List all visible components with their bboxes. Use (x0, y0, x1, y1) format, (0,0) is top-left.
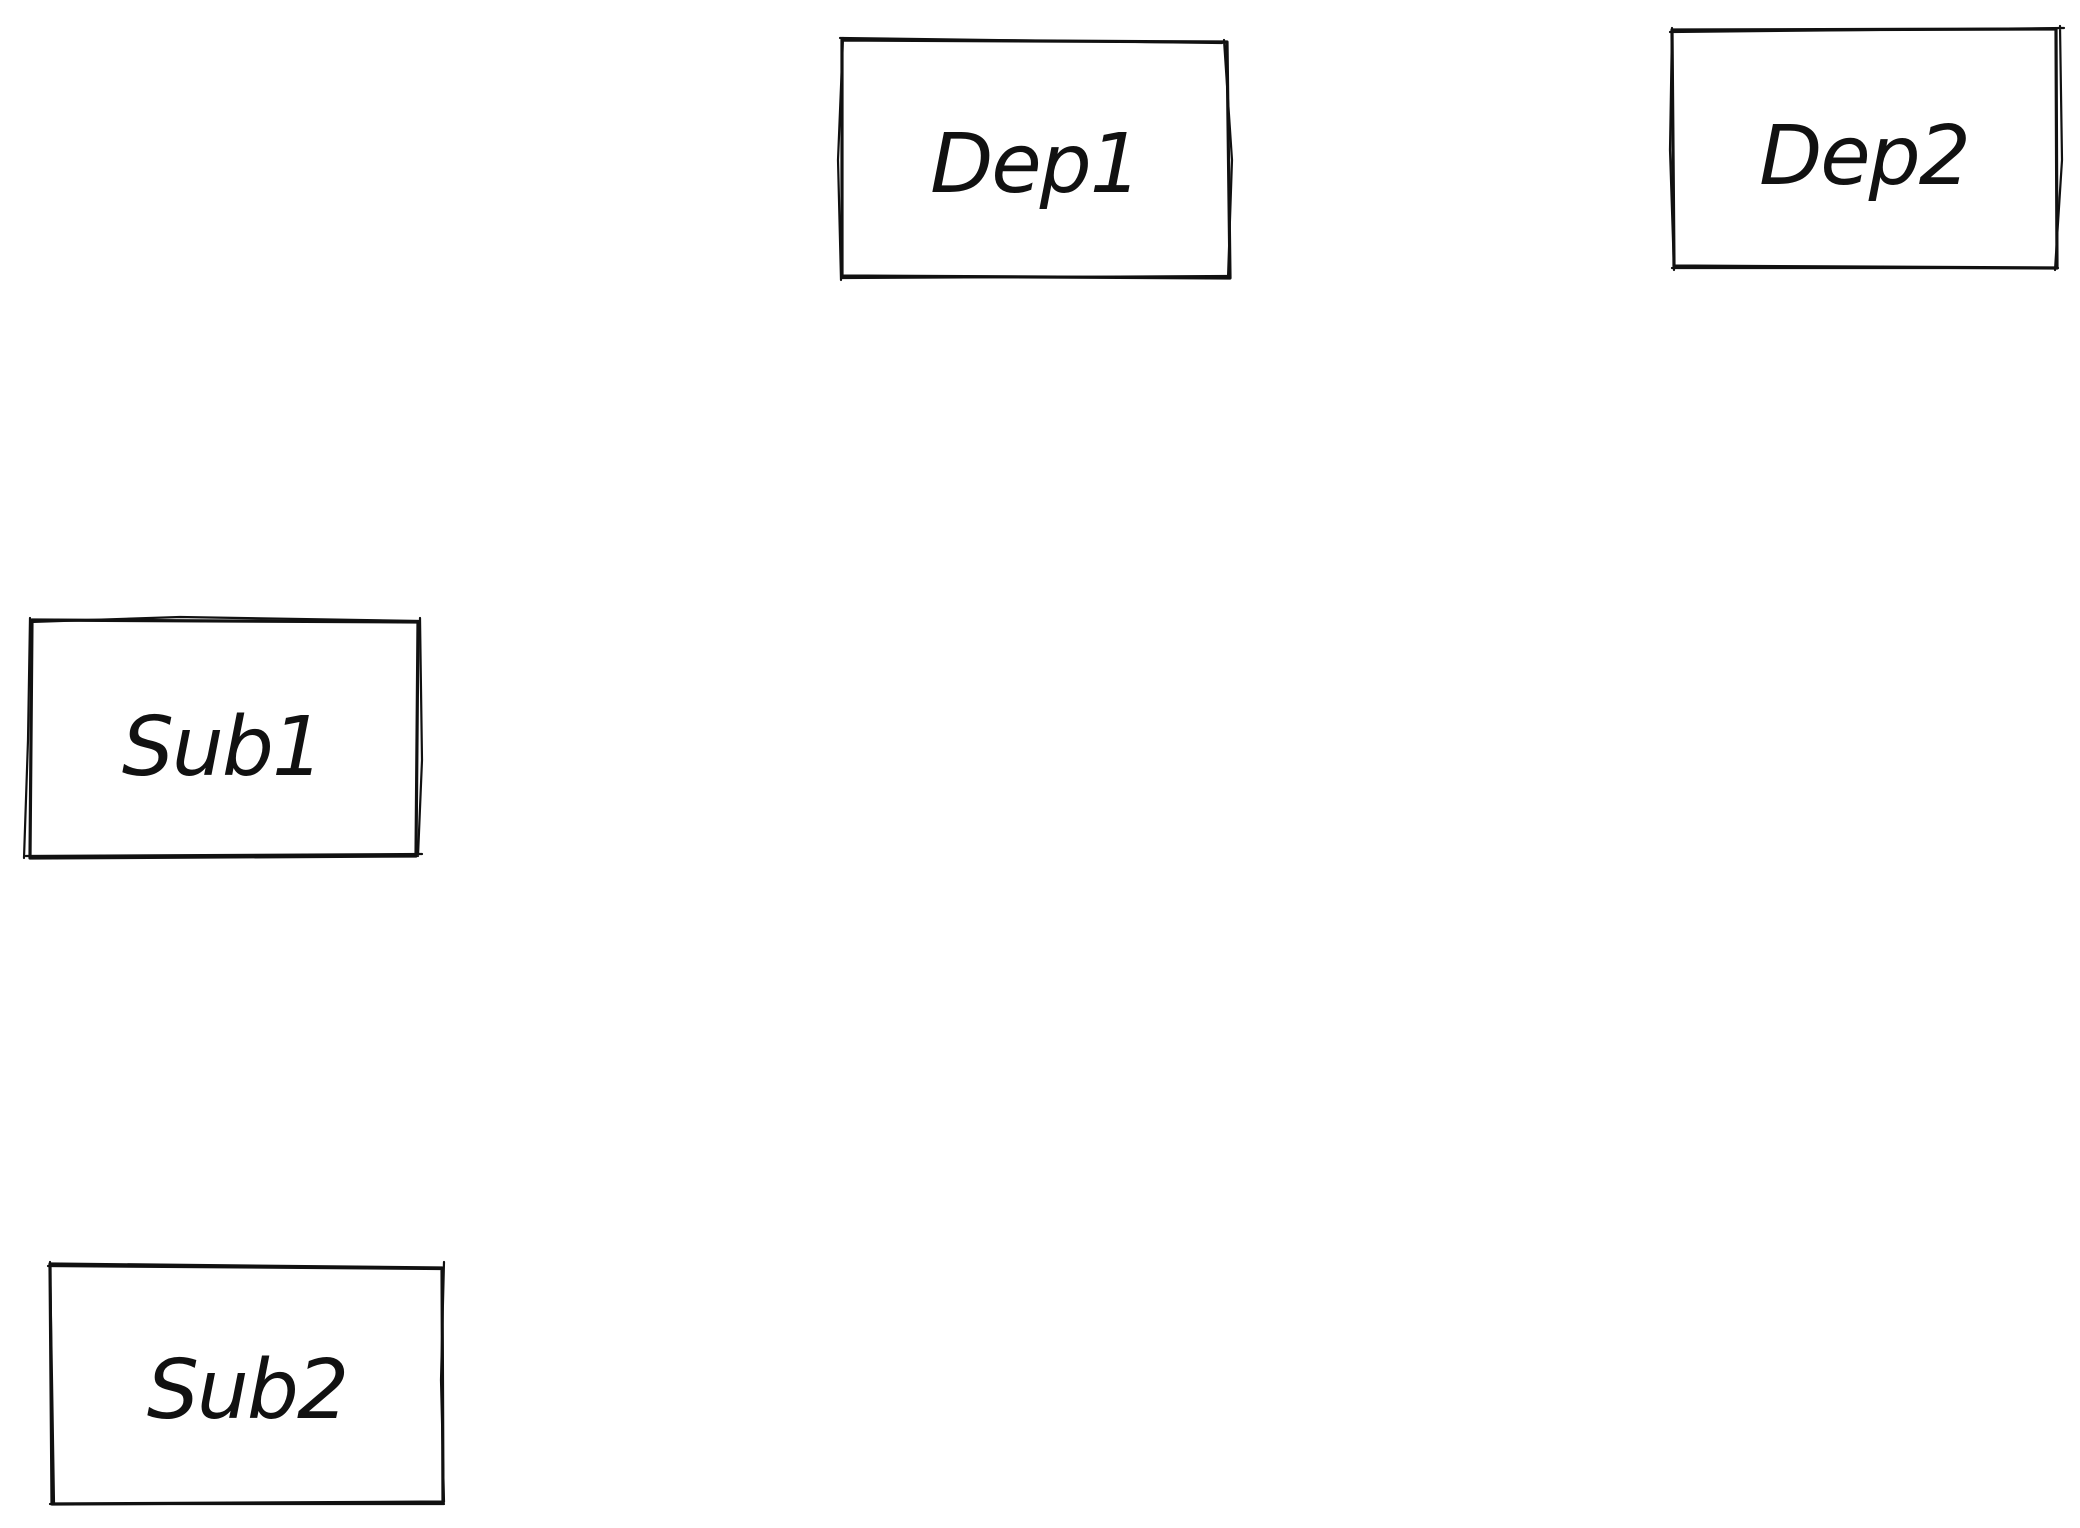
node-sub1-label: Sub1 (122, 700, 322, 795)
node-sub2[interactable]: Sub2 (46, 1260, 446, 1506)
node-dep2-label: Dep2 (1759, 109, 1969, 204)
node-sub2-label: Sub2 (147, 1343, 347, 1438)
node-dep1[interactable]: Dep1 (836, 36, 1234, 282)
node-dep1-label: Dep1 (930, 117, 1140, 212)
node-sub1[interactable]: Sub1 (22, 615, 424, 860)
node-sub2-border-sketch (46, 1260, 446, 1506)
node-sub1-border-sketch (22, 615, 424, 860)
node-dep2[interactable]: Dep2 (1668, 24, 2066, 272)
node-dep2-border-sketch (1668, 24, 2066, 272)
node-sub1-border (28, 618, 420, 860)
node-dep1-border-sketch (836, 36, 1234, 282)
